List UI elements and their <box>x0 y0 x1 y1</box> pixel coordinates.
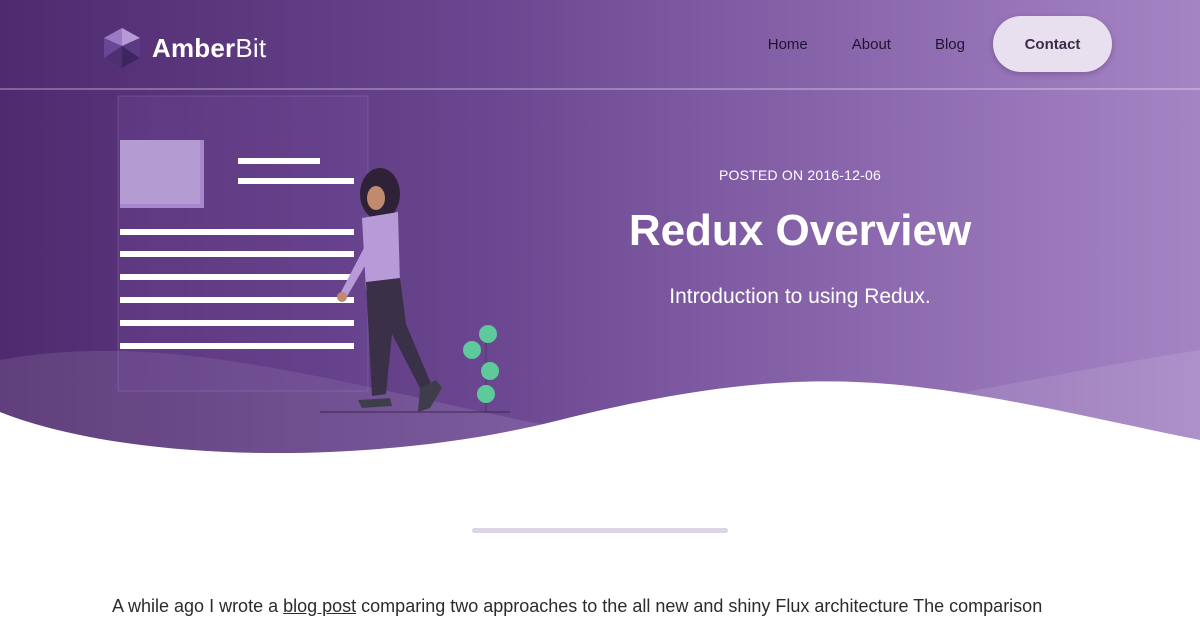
nav-blog-link[interactable]: Blog <box>934 35 965 53</box>
post-subtitle: Introduction to using Redux. <box>669 285 931 308</box>
post-title: Redux Overview <box>628 206 972 255</box>
main-nav: Home About Blog Contact <box>768 16 1112 72</box>
hero-banner: AmberBit Home About Blog Contact POSTED <box>0 0 1200 470</box>
brand-logo[interactable]: AmberBit <box>104 28 266 68</box>
nav-home-link[interactable]: Home <box>767 35 808 53</box>
section-divider <box>472 528 728 533</box>
contact-button[interactable]: Contact <box>993 16 1112 72</box>
hexagon-gem-icon <box>104 28 140 68</box>
navbar-divider <box>0 88 1200 90</box>
brand-name: AmberBit <box>152 32 267 63</box>
article-intro-paragraph: A while ago I wrote a blog post comparin… <box>112 596 1043 616</box>
hero-waves <box>0 0 1200 470</box>
nav-about-link[interactable]: About <box>851 35 891 53</box>
reading-woman-illustration <box>117 95 510 413</box>
blog-post-link[interactable]: blog post <box>283 596 357 616</box>
post-date: POSTED ON 2016-12-06 <box>719 167 881 183</box>
